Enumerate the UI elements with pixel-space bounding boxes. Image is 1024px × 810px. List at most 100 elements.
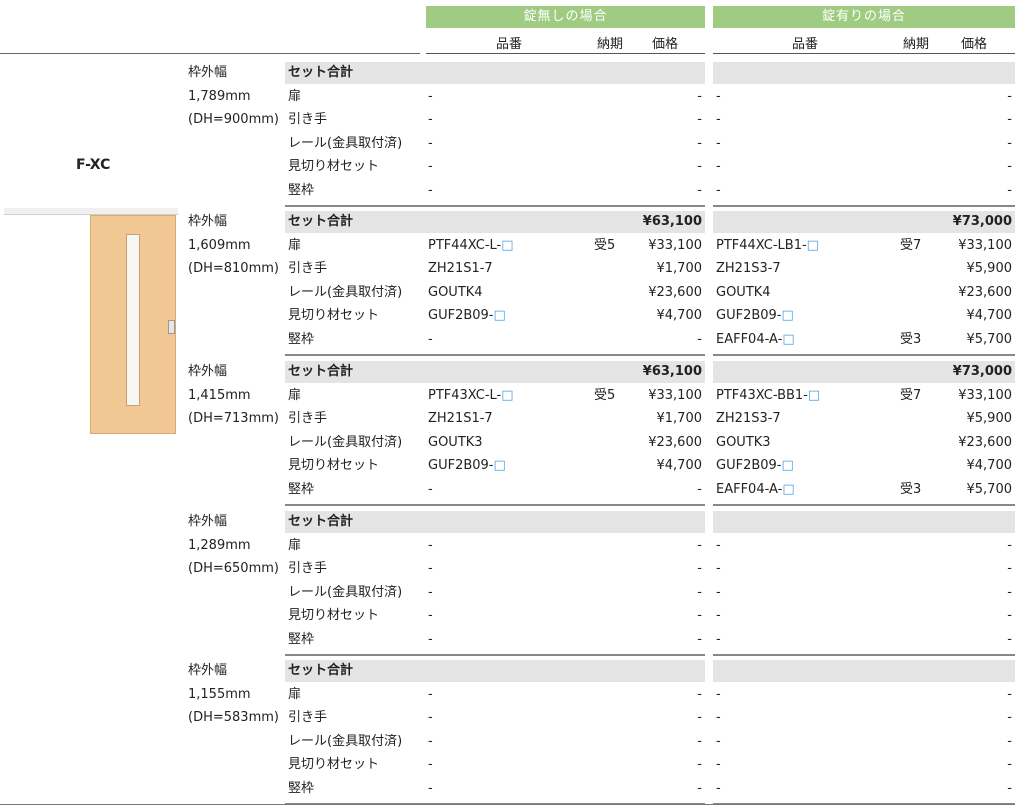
part-number-nolock: - xyxy=(428,707,433,729)
part-number-text: - xyxy=(716,88,721,104)
row-label-rail: レール(金具取付済) xyxy=(288,284,403,300)
price-nolock: - xyxy=(697,631,702,647)
part-number-lock: - xyxy=(716,86,721,108)
total-price-nolock: ¥63,100 xyxy=(642,364,702,379)
color-code-placeholder-icon: □ xyxy=(501,237,514,253)
total-price-lock: ¥73,000 xyxy=(952,214,1012,229)
part-number-nolock: - xyxy=(428,684,433,706)
price-nolock: - xyxy=(697,757,702,772)
section-rule-nolock xyxy=(285,504,705,506)
frame-label: 枠外幅 xyxy=(188,364,228,379)
part-number-nolock: GUF2B09-□ xyxy=(428,455,506,477)
price-lock: - xyxy=(1007,686,1012,702)
col-header-part-nolock: 品番 xyxy=(496,37,523,52)
part-number-text: - xyxy=(716,135,721,151)
part-number-text: - xyxy=(428,780,433,796)
part-number-text: - xyxy=(716,733,721,749)
part-number-text: EAFF04-A- xyxy=(716,481,783,497)
total-band xyxy=(285,361,705,383)
price-nolock: ¥4,700 xyxy=(656,308,703,323)
row-label-handle: 引き手 xyxy=(288,710,328,725)
total-band xyxy=(713,660,1015,682)
total-label: セット合計 xyxy=(288,364,354,379)
lead-time-nolock: 受5 xyxy=(594,237,616,253)
price-nolock: - xyxy=(697,112,702,127)
part-number-text: GOUTK4 xyxy=(716,284,771,300)
part-number-lock: ZH21S3-7 xyxy=(716,408,781,430)
part-number-text: - xyxy=(428,608,433,623)
price-nolock: - xyxy=(697,481,702,497)
frame-width: 1,415mm xyxy=(188,387,251,403)
part-number-lock: - xyxy=(716,582,721,604)
price-nolock: - xyxy=(697,159,702,174)
price-nolock: ¥23,600 xyxy=(648,284,702,300)
part-number-text: PTF43XC-BB1- xyxy=(716,387,808,403)
part-number-lock: GOUTK3 xyxy=(716,432,771,454)
part-number-lock: - xyxy=(716,133,721,155)
part-number-text: - xyxy=(716,537,721,553)
price-lock: - xyxy=(1007,112,1012,127)
price-lock: - xyxy=(1007,135,1012,151)
part-number-text: - xyxy=(428,584,433,600)
part-number-nolock: PTF44XC-L-□ xyxy=(428,235,514,257)
part-number-text: - xyxy=(428,481,433,497)
part-number-text: GOUTK3 xyxy=(428,434,483,450)
section-rule-lock xyxy=(713,354,1015,356)
frame-dh: (DH=900mm) xyxy=(188,112,279,127)
price-lock: - xyxy=(1007,631,1012,647)
col-header-lead-lock: 納期 xyxy=(903,37,930,52)
frame-dh: (DH=810mm) xyxy=(188,261,279,276)
part-number-text: ZH21S1-7 xyxy=(428,411,493,426)
price-nolock: - xyxy=(697,135,702,151)
part-number-text: - xyxy=(716,584,721,600)
price-lock: - xyxy=(1007,710,1012,725)
row-label-door: 扉 xyxy=(288,237,302,253)
part-number-text: - xyxy=(716,710,721,725)
price-lock: ¥4,700 xyxy=(966,458,1013,473)
row-label-mikiri: 見切り材セット xyxy=(288,458,380,473)
section-rule-lock xyxy=(713,504,1015,506)
color-code-placeholder-icon: □ xyxy=(782,331,795,347)
header-rule-nolock xyxy=(426,53,705,54)
row-label-mikiri: 見切り材セット xyxy=(288,608,380,623)
total-band xyxy=(285,511,705,533)
row-label-rail: レール(金具取付済) xyxy=(288,434,403,450)
lead-time-lock: 受3 xyxy=(900,331,922,347)
part-number-nolock: ZH21S1-7 xyxy=(428,408,493,430)
part-number-nolock: - xyxy=(428,582,433,604)
part-number-nolock: - xyxy=(428,156,433,178)
price-lock: - xyxy=(1007,780,1012,796)
price-nolock: ¥4,700 xyxy=(656,458,703,473)
price-lock: - xyxy=(1007,608,1012,623)
part-number-text: - xyxy=(428,331,433,347)
row-label-rail: レール(金具取付済) xyxy=(288,733,403,749)
price-lock: - xyxy=(1007,537,1012,553)
row-label-rail: レール(金具取付済) xyxy=(288,584,403,600)
part-number-nolock: - xyxy=(428,180,433,202)
part-number-lock: - xyxy=(716,778,721,800)
frame-dh: (DH=583mm) xyxy=(188,710,279,725)
price-nolock: ¥33,100 xyxy=(648,387,702,403)
part-number-text: - xyxy=(428,135,433,151)
row-label-door: 扉 xyxy=(288,537,302,553)
header-rule-lock xyxy=(713,53,1015,54)
part-number-lock: - xyxy=(716,156,721,178)
price-nolock: ¥1,700 xyxy=(656,261,703,276)
total-price-lock xyxy=(913,62,1012,84)
color-code-placeholder-icon: □ xyxy=(493,458,506,473)
total-price-nolock xyxy=(605,660,702,682)
frame-width: 1,609mm xyxy=(188,237,251,253)
part-number-text: - xyxy=(428,537,433,553)
lead-time-lock: 受7 xyxy=(900,387,922,403)
price-lock: - xyxy=(1007,733,1012,749)
price-nolock: - xyxy=(697,537,702,553)
total-band xyxy=(713,62,1015,84)
total-band xyxy=(285,62,705,84)
part-number-lock: - xyxy=(716,535,721,557)
part-number-text: GUF2B09- xyxy=(716,308,782,323)
row-label-handle: 引き手 xyxy=(288,561,328,576)
group-header-no-lock: 錠無しの場合 xyxy=(426,6,705,28)
price-nolock: - xyxy=(697,780,702,796)
row-label-tatewaku: 竪枠 xyxy=(288,481,315,497)
part-number-nolock: GUF2B09-□ xyxy=(428,305,506,327)
